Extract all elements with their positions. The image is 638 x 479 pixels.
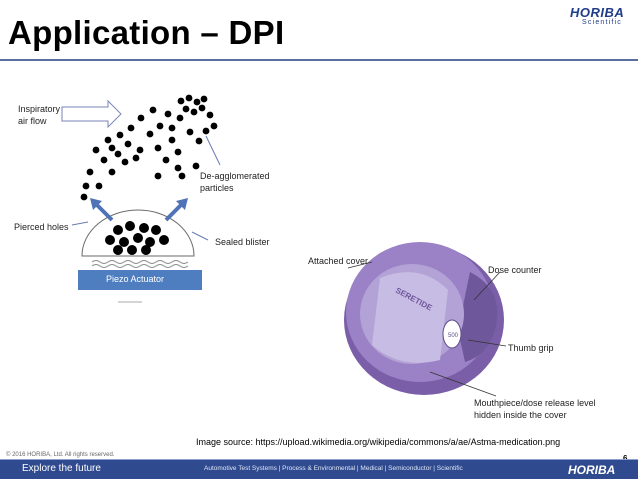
- particle-dot: [136, 146, 144, 154]
- inhaler-photo: 500 SERETIDE: [344, 242, 507, 397]
- particle-dot: [162, 156, 170, 164]
- blister-particle-dot: [105, 235, 115, 245]
- particle-dot: [200, 95, 208, 103]
- particle-dot: [168, 136, 176, 144]
- dose-counter-label: Dose counter: [488, 265, 542, 275]
- title-divider: [0, 59, 638, 61]
- footer-accent-line: [0, 459, 638, 460]
- particle-dot: [124, 140, 132, 148]
- blister-particle-dot: [133, 233, 143, 243]
- pierced-holes-label: Pierced holes: [14, 222, 69, 232]
- particle-dot: [198, 104, 206, 112]
- particle-dot: [195, 137, 203, 145]
- footer-logo: HORIBA: [568, 463, 616, 477]
- inspiratory-label-line1: Inspiratory: [18, 104, 61, 114]
- mouthpiece-label-line2: hidden inside the cover: [474, 410, 567, 420]
- blister-particle-dot: [127, 245, 137, 255]
- particle-dot: [185, 94, 193, 102]
- particle-dot: [95, 182, 103, 190]
- air-flow-arrow-icon: [61, 99, 122, 129]
- pierced-holes-leader-line: [71, 221, 89, 226]
- particle-dot: [174, 164, 182, 172]
- deagglomerated-label-line1: De-agglomerated: [200, 171, 270, 181]
- blister-particle-dot: [141, 245, 151, 255]
- particle-dot: [177, 97, 185, 105]
- particle-dot: [100, 156, 108, 164]
- particle-dot: [192, 162, 200, 170]
- deagglomerated-label-line2: particles: [200, 183, 234, 193]
- particle-dot: [80, 193, 88, 201]
- particle-dot: [108, 144, 116, 152]
- blister-particles: [105, 221, 169, 255]
- particle-dot: [92, 146, 100, 154]
- blister-particle-dot: [145, 237, 155, 247]
- dose-number: 500: [448, 333, 459, 339]
- escape-arrow-right-icon: [164, 198, 188, 222]
- blister-particle-dot: [151, 225, 161, 235]
- particle-dot: [206, 111, 214, 119]
- particle-dot: [164, 110, 172, 118]
- footer-divisions: Automotive Test Systems | Process & Envi…: [204, 465, 463, 472]
- attached-cover-label: Attached cover: [308, 256, 369, 266]
- particle-dot: [193, 98, 201, 106]
- particle-dot: [168, 124, 176, 132]
- thumb-grip-shape: [458, 272, 498, 362]
- particle-dot: [154, 172, 162, 180]
- particle-dot: [108, 168, 116, 176]
- particle-dot: [174, 148, 182, 156]
- particle-dot: [82, 182, 90, 190]
- blister-particle-dot: [119, 237, 129, 247]
- logo-subtext: Scientific: [582, 19, 623, 26]
- blister-particle-dot: [139, 223, 149, 233]
- particle-dot: [104, 136, 112, 144]
- particle-dot: [132, 154, 140, 162]
- particle-dot: [116, 131, 124, 139]
- blister-particle-dot: [113, 225, 123, 235]
- particle-dot: [182, 105, 190, 113]
- particle-dot: [86, 168, 94, 176]
- sealed-blister-label: Sealed blister: [215, 237, 270, 247]
- blister-particle-dot: [113, 245, 123, 255]
- particle-dot: [190, 108, 198, 116]
- particle-dot: [137, 114, 145, 122]
- vibration-wave-1: [91, 260, 189, 264]
- particle-dot: [210, 122, 218, 130]
- logo-text: HORIBA: [570, 5, 625, 20]
- particle-dot: [121, 158, 129, 166]
- footer-tagline: Explore the future: [22, 463, 101, 474]
- footer-bar: [0, 460, 638, 479]
- thumb-grip-label: Thumb grip: [508, 343, 554, 353]
- particle-dot: [154, 144, 162, 152]
- piezo-actuator-label: Piezo Actuator: [106, 274, 165, 284]
- blister-particle-dot: [125, 221, 135, 231]
- particle-dot: [178, 172, 186, 180]
- particle-dot: [146, 130, 154, 138]
- horiba-logo: HORIBA Scientific: [562, 4, 632, 32]
- dpi-diagram: 500 SERETIDE Inspiratory air flow De-agg…: [0, 60, 638, 420]
- particle-dot: [156, 122, 164, 130]
- inspiratory-label-line2: air flow: [18, 116, 47, 126]
- particle-dot: [114, 150, 122, 158]
- piezo-actuator-bar: [78, 270, 202, 290]
- particle-dot: [149, 106, 157, 114]
- particle-dot: [202, 127, 210, 135]
- copyright-text: © 2016 HORIBA, Ltd. All rights reserved.: [6, 452, 115, 458]
- page-title: Application – DPI: [8, 14, 285, 51]
- page-number: 6: [623, 454, 627, 463]
- particle-dot: [186, 128, 194, 136]
- escape-arrow-left-icon: [90, 198, 114, 222]
- sealed-blister-leader-line: [191, 231, 209, 241]
- deagglomerated-leader-line: [205, 135, 221, 166]
- image-source-caption: Image source: https://upload.wikimedia.o…: [196, 437, 561, 447]
- mouthpiece-label-line1: Mouthpiece/dose release level: [474, 398, 596, 408]
- blister-particle-dot: [159, 235, 169, 245]
- dose-counter-window: [442, 319, 462, 349]
- particle-dot: [176, 114, 184, 122]
- vibration-wave-2: [91, 264, 189, 268]
- diagram-canvas: 500 SERETIDE: [61, 94, 507, 397]
- particle-cloud: [80, 94, 218, 201]
- particle-dot: [127, 124, 135, 132]
